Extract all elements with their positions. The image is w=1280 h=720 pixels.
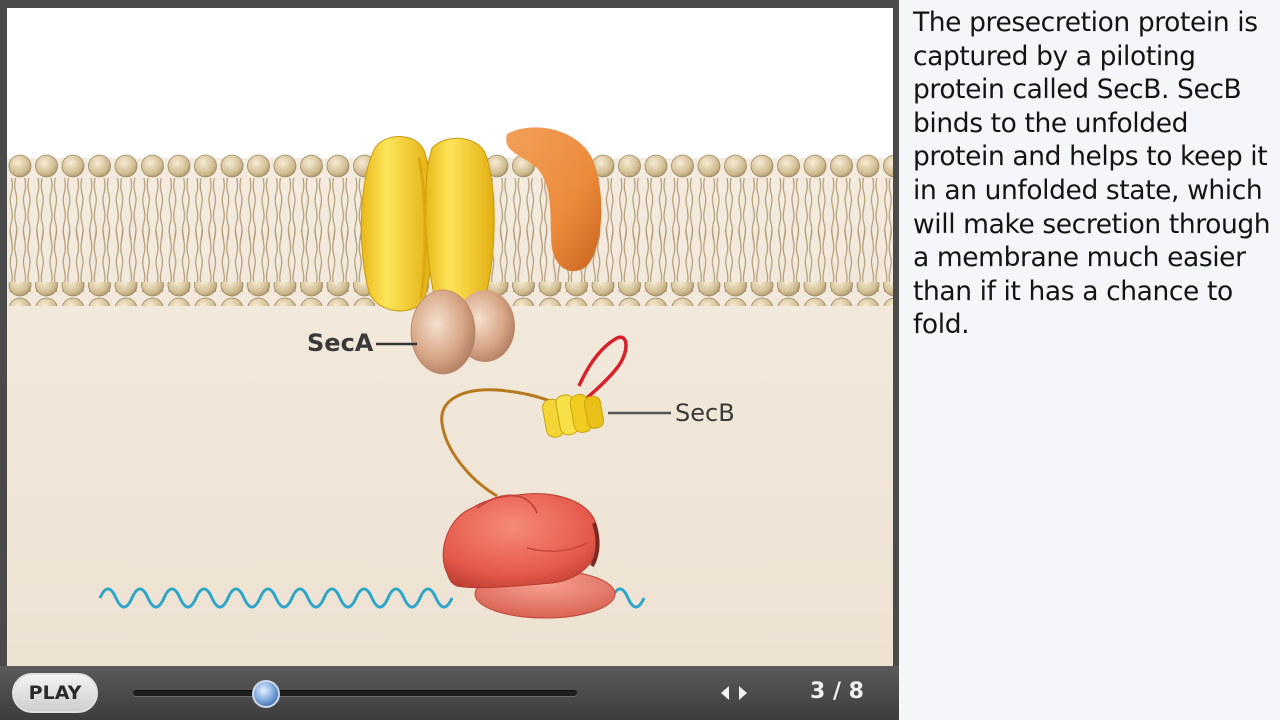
secb-label: SecB	[608, 399, 735, 427]
arrow-left-icon	[721, 686, 729, 700]
step-description: The presecretion protein is captured by …	[913, 7, 1271, 341]
seca-label-text: SecA	[307, 329, 374, 357]
mrna-strand	[98, 587, 646, 609]
seca-protein	[410, 289, 515, 375]
secb-protein	[542, 393, 605, 438]
polypeptide-chain	[440, 388, 560, 498]
animation-player: SecA SecB	[0, 0, 899, 720]
playback-controls: PLAY 3 / 8	[0, 666, 899, 720]
seca-label: SecA	[307, 329, 417, 357]
arrow-right-icon	[739, 686, 747, 700]
secb-label-text: SecB	[675, 399, 735, 427]
ribosome	[442, 493, 616, 619]
next-step-button[interactable]	[735, 681, 751, 705]
progress-slider-thumb[interactable]	[252, 680, 281, 708]
signal-sequence	[577, 335, 628, 400]
previous-step-button[interactable]	[717, 681, 733, 705]
protein-secretion-diagram: SecA SecB	[7, 127, 893, 666]
translocon-channel	[360, 136, 495, 312]
illustration-panel: SecA SecB	[7, 8, 893, 666]
peripheral-membrane-protein	[506, 127, 602, 272]
progress-slider[interactable]	[133, 680, 577, 708]
step-counter: 3 / 8	[810, 679, 864, 704]
play-button[interactable]: PLAY	[12, 673, 98, 713]
